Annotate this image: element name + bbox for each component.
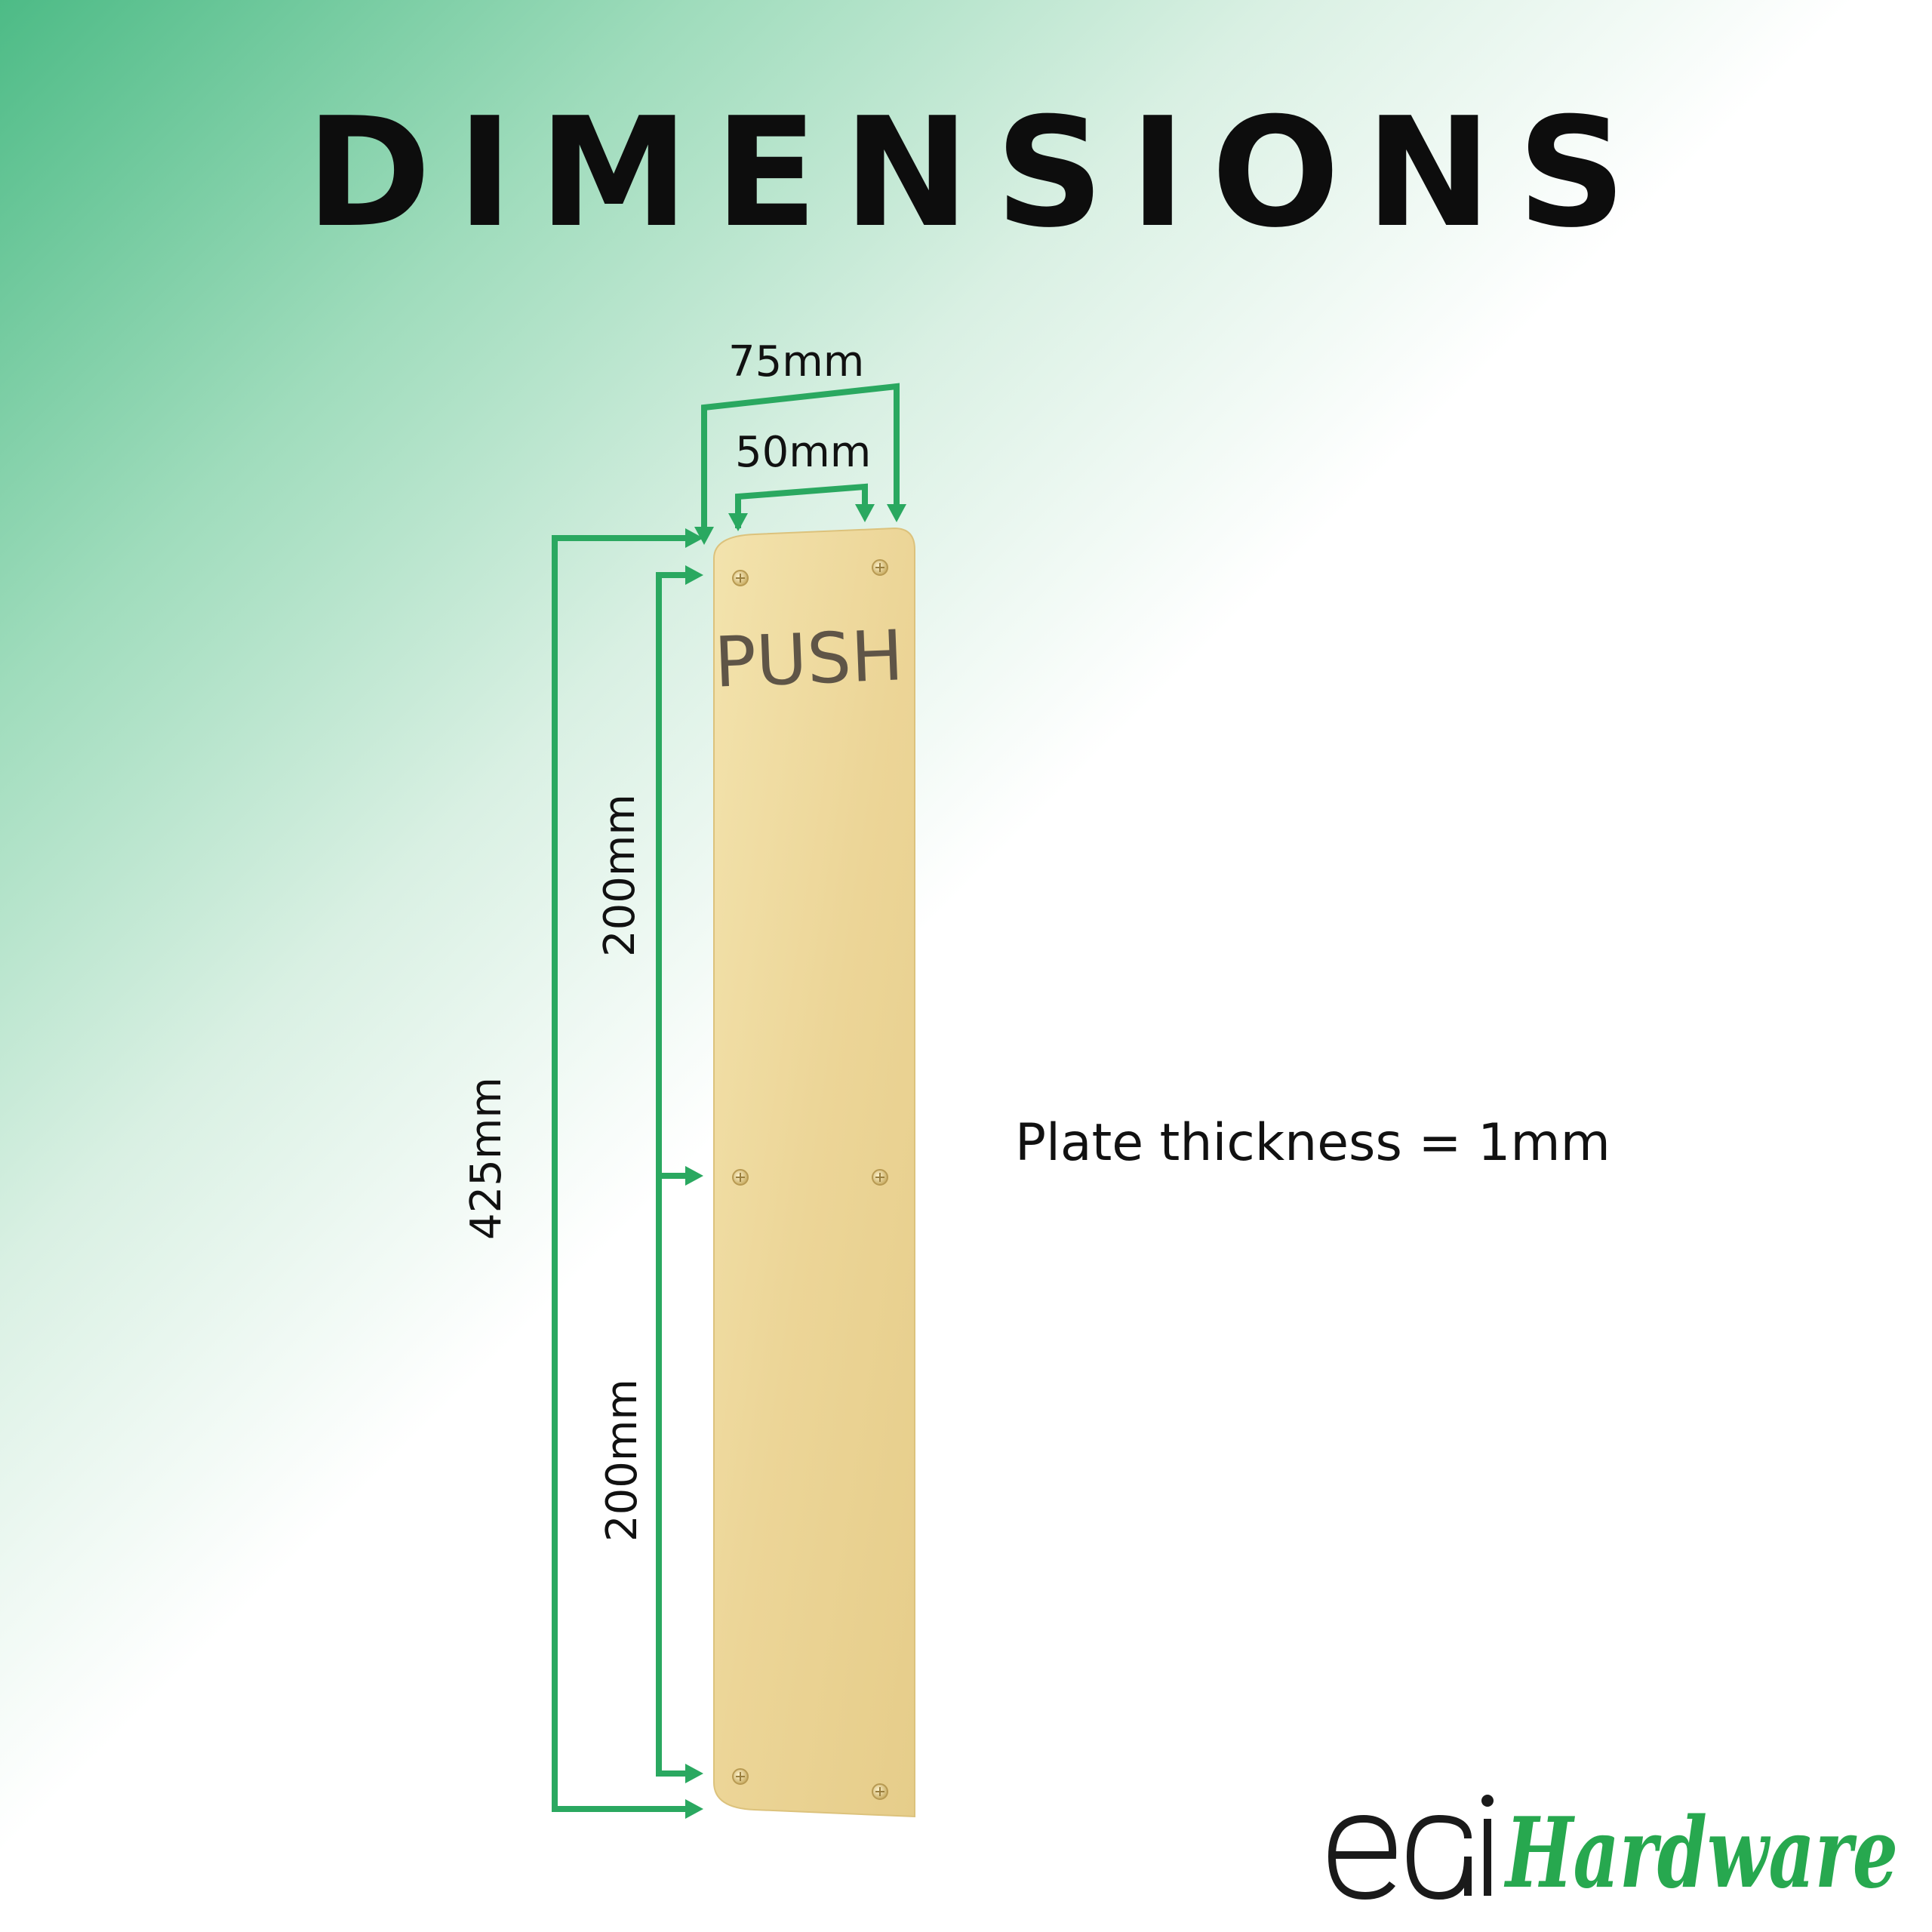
arrow-50-left xyxy=(728,513,748,531)
height-425-line xyxy=(552,535,691,1812)
screw-middle-right xyxy=(872,1169,888,1186)
width-50-label: 50mm xyxy=(735,428,872,477)
width-50-bracket xyxy=(735,483,868,528)
push-label: PUSH xyxy=(713,615,905,703)
width-75-label: 75mm xyxy=(728,337,865,386)
arrow-75-left xyxy=(694,527,714,545)
spacing-200-upper-label: 200mm xyxy=(595,794,645,957)
arrow-425-top xyxy=(685,528,703,548)
logo-hardware-text: Hardware xyxy=(1504,1797,1898,1909)
screw-top-left xyxy=(732,570,749,586)
width-75-bracket xyxy=(701,383,900,532)
push-plate xyxy=(713,527,915,1818)
screw-middle-left xyxy=(732,1169,749,1186)
screw-bottom-right xyxy=(872,1783,888,1800)
spacing-200-lower-label: 200mm xyxy=(598,1379,647,1542)
page-title: DIMENSIONS xyxy=(306,85,1652,261)
arrow-75-right xyxy=(887,504,906,522)
screw-top-right xyxy=(872,559,888,576)
arrow-200-bottom xyxy=(685,1764,703,1783)
arrow-425-bottom xyxy=(685,1799,703,1819)
eai-hardware-logo: Hardware xyxy=(1327,1795,1898,1909)
screw-bottom-left xyxy=(732,1768,749,1785)
arrow-50-right xyxy=(855,504,875,522)
arrow-200-middle xyxy=(685,1166,703,1186)
plate-thickness-note: Plate thickness = 1mm xyxy=(1015,1113,1611,1173)
arrow-200-top xyxy=(685,565,703,585)
height-425-label: 425mm xyxy=(462,1077,511,1240)
